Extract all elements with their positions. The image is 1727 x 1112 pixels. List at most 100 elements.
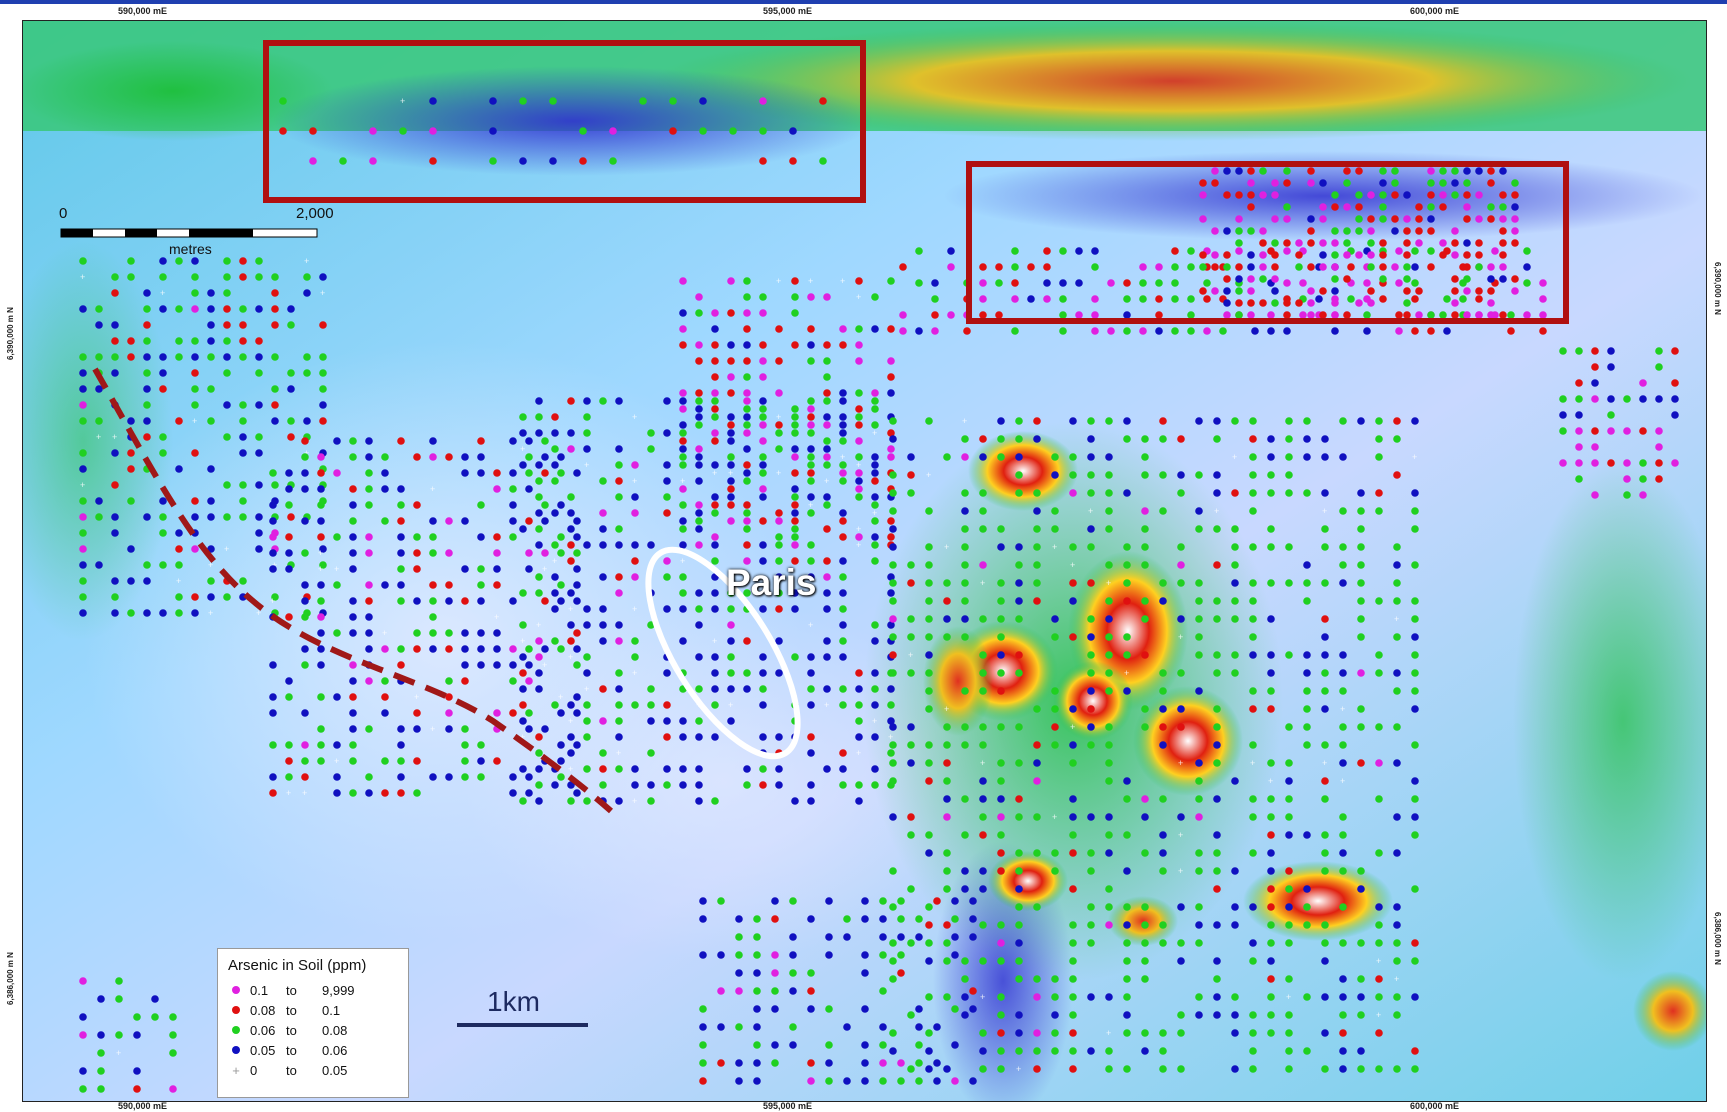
soil-sample-dot bbox=[1105, 417, 1113, 425]
low-sample-marker: + bbox=[414, 692, 419, 702]
soil-sample-dot bbox=[285, 677, 293, 685]
map-canvas[interactable]: ++++++++++++++++++++++++++++++++++++++++… bbox=[22, 20, 1707, 1102]
soil-sample-dot bbox=[79, 977, 87, 985]
soil-sample-dot bbox=[1123, 957, 1131, 965]
target-box-northeast[interactable] bbox=[966, 161, 1569, 324]
easting-label-bottom-3: 600,000 mE bbox=[1410, 1101, 1460, 1111]
target-box-north[interactable] bbox=[263, 40, 866, 203]
soil-sample-dot bbox=[871, 389, 879, 397]
soil-sample-dot bbox=[807, 653, 815, 661]
interpreted-fault-line[interactable] bbox=[92, 367, 613, 814]
soil-sample-dot bbox=[695, 733, 703, 741]
soil-sample-dot bbox=[1015, 1047, 1023, 1055]
soil-sample-dot bbox=[997, 417, 1005, 425]
soil-sample-dot bbox=[775, 637, 783, 645]
soil-sample-dot bbox=[1339, 1011, 1347, 1019]
soil-sample-dot bbox=[573, 581, 581, 589]
soil-sample-dot bbox=[317, 693, 325, 701]
soil-sample-dot bbox=[855, 701, 863, 709]
soil-sample-dot bbox=[1015, 417, 1023, 425]
soil-sample-dot bbox=[615, 493, 623, 501]
soil-sample-dot bbox=[285, 693, 293, 701]
soil-sample-dot bbox=[535, 637, 543, 645]
soil-sample-dot bbox=[695, 589, 703, 597]
soil-sample-dot bbox=[429, 157, 437, 165]
soil-sample-dot bbox=[699, 915, 707, 923]
soil-sample-dot bbox=[1357, 993, 1365, 1001]
soil-sample-dot bbox=[695, 621, 703, 629]
soil-sample-dot bbox=[97, 1031, 105, 1039]
soil-sample-dot bbox=[1321, 579, 1329, 587]
soil-sample-dot bbox=[1463, 167, 1471, 175]
soil-sample-dot bbox=[541, 501, 549, 509]
soil-sample-dot bbox=[1321, 615, 1329, 623]
soil-sample-dot bbox=[1591, 347, 1599, 355]
soil-sample-dot bbox=[753, 1077, 761, 1085]
soil-sample-dot bbox=[1321, 525, 1329, 533]
soil-sample-dot bbox=[285, 565, 293, 573]
soil-sample-dot bbox=[535, 397, 543, 405]
soil-sample-dot bbox=[887, 389, 895, 397]
soil-sample-dot bbox=[997, 831, 1005, 839]
soil-sample-dot bbox=[79, 449, 87, 457]
soil-sample-dot bbox=[127, 257, 135, 265]
soil-sample-dot bbox=[1087, 867, 1095, 875]
soil-sample-dot bbox=[509, 709, 517, 717]
soil-sample-dot bbox=[771, 897, 779, 905]
low-sample-marker: + bbox=[320, 288, 325, 298]
soil-sample-dot bbox=[1321, 921, 1329, 929]
soil-sample-dot bbox=[695, 397, 703, 405]
soil-sample-dot bbox=[429, 645, 437, 653]
soil-sample-dot bbox=[599, 605, 607, 613]
soil-sample-dot bbox=[1411, 615, 1419, 623]
soil-sample-dot bbox=[1379, 203, 1387, 211]
soil-sample-dot bbox=[879, 951, 887, 959]
soil-sample-dot bbox=[79, 609, 87, 617]
legend-item-2-to: to bbox=[286, 1002, 297, 1018]
soil-sample-dot bbox=[1321, 777, 1329, 785]
soil-sample-dot bbox=[1123, 633, 1131, 641]
low-sample-marker: + bbox=[520, 732, 525, 742]
soil-sample-dot bbox=[573, 565, 581, 573]
soil-sample-dot bbox=[839, 533, 847, 541]
soil-sample-dot bbox=[1539, 311, 1547, 319]
soil-sample-dot bbox=[223, 289, 231, 297]
soil-sample-dot bbox=[1403, 251, 1411, 259]
soil-sample-dot bbox=[887, 429, 895, 437]
soil-sample-dot bbox=[979, 741, 987, 749]
soil-sample-dot bbox=[775, 733, 783, 741]
soil-sample-dot bbox=[535, 525, 543, 533]
soil-sample-dot bbox=[1087, 615, 1095, 623]
soil-sample-dot bbox=[1195, 849, 1203, 857]
soil-sample-dot bbox=[839, 653, 847, 661]
large-scale-bar bbox=[457, 1023, 588, 1027]
soil-sample-dot bbox=[1141, 723, 1149, 731]
soil-sample-dot bbox=[541, 645, 549, 653]
soil-sample-dot bbox=[1051, 705, 1059, 713]
soil-sample-dot bbox=[1087, 471, 1095, 479]
soil-sample-dot bbox=[997, 633, 1005, 641]
soil-sample-dot bbox=[573, 597, 581, 605]
soil-sample-dot bbox=[287, 433, 295, 441]
paris-target-ellipse[interactable] bbox=[620, 527, 826, 778]
western-green-high bbox=[23, 241, 173, 641]
soil-sample-dot bbox=[1591, 395, 1599, 403]
low-sample-marker: + bbox=[96, 432, 101, 442]
soil-sample-dot bbox=[519, 701, 527, 709]
scale-bar-graphic bbox=[60, 228, 318, 238]
soil-sample-dot bbox=[111, 609, 119, 617]
soil-sample-dot bbox=[583, 669, 591, 677]
soil-sample-dot bbox=[753, 915, 761, 923]
soil-sample-dot bbox=[1539, 295, 1547, 303]
legend-item-2: 0.08 to 0.1 bbox=[228, 1000, 398, 1020]
soil-sample-dot bbox=[961, 597, 969, 605]
soil-sample-dot bbox=[1267, 939, 1275, 947]
soil-sample-dot bbox=[1639, 459, 1647, 467]
soil-sample-dot bbox=[669, 97, 677, 105]
soil-sample-dot bbox=[223, 433, 231, 441]
soil-sample-dot bbox=[1087, 939, 1095, 947]
soil-sample-dot bbox=[1015, 1011, 1023, 1019]
soil-sample-dot bbox=[889, 723, 897, 731]
soil-sample-dot bbox=[1159, 1029, 1167, 1037]
soil-sample-dot bbox=[1177, 561, 1185, 569]
